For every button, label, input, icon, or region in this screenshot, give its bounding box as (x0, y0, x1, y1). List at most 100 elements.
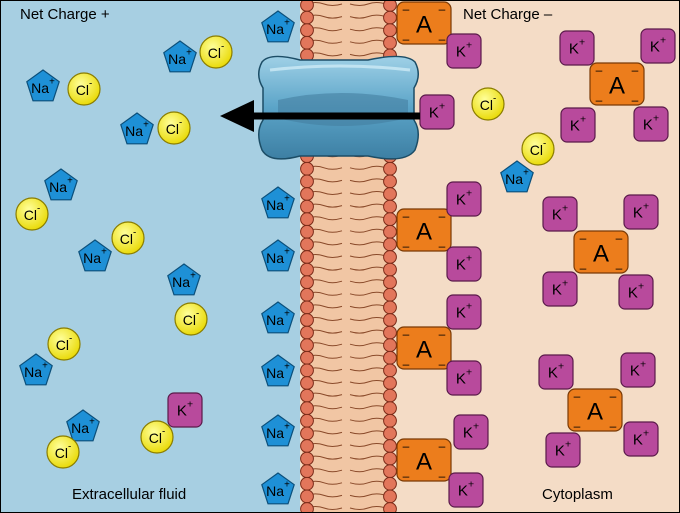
ion-symbol: A (416, 337, 432, 364)
lipid-head (300, 502, 314, 513)
lipid-head (383, 35, 397, 50)
sodium-ion: Na+ (167, 263, 201, 296)
chloride-ion: Cl- (157, 111, 191, 145)
lipid-head (383, 23, 397, 38)
negative-charge-mark: – (403, 209, 410, 223)
negative-charge-mark: – (439, 32, 446, 46)
ion-symbol: Cl- (56, 333, 73, 353)
potassium-ion: K+ (623, 194, 659, 230)
negative-charge-mark: – (616, 231, 623, 245)
lipid-head (300, 388, 314, 403)
ion-symbol: Cl- (480, 93, 497, 113)
potassium-ion: K+ (446, 360, 482, 396)
potassium-ion: K+ (542, 271, 578, 307)
ion-symbol: Cl- (149, 426, 166, 446)
ion-symbol: Cl- (183, 308, 200, 328)
sodium-ion: Na+ (261, 301, 295, 334)
anion-protein: A–––– (573, 230, 629, 275)
ion-symbol: Cl- (166, 117, 183, 137)
lipid-head (383, 262, 397, 277)
anion-protein: A–––– (396, 326, 452, 371)
extracellular-fluid-label: Extracellular fluid (72, 486, 187, 503)
lipid-head (300, 212, 314, 227)
potassium-ion: K+ (167, 392, 203, 428)
lipid-head (383, 426, 397, 441)
negative-charge-mark: – (574, 419, 581, 433)
sodium-ion: Na+ (261, 414, 295, 447)
potassium-ion: K+ (446, 294, 482, 330)
lipid-head (300, 199, 314, 214)
lipid-head (300, 401, 314, 416)
lipid-head (383, 363, 397, 378)
lipid-head (300, 224, 314, 239)
negative-charge-mark: – (439, 209, 446, 223)
negative-charge-mark: – (574, 389, 581, 403)
lipid-head (300, 350, 314, 365)
lipid-head (300, 413, 314, 428)
lipid-head (383, 199, 397, 214)
sodium-ion: Na+ (163, 40, 197, 73)
ion-symbol: A (609, 73, 625, 100)
negative-charge-mark: – (403, 327, 410, 341)
sodium-ion: Na+ (261, 239, 295, 272)
sodium-ion: Na+ (500, 160, 534, 193)
lipid-head (383, 376, 397, 390)
lipid-head (383, 10, 397, 25)
negative-charge-mark: – (596, 63, 603, 77)
potassium-ion: K+ (623, 421, 659, 457)
sodium-ion: Na+ (261, 10, 295, 43)
sodium-ion: Na+ (120, 112, 154, 145)
lipid-head (300, 275, 314, 290)
ion-symbol: A (416, 219, 432, 246)
lipid-head (383, 476, 397, 491)
lipid-head (300, 174, 314, 189)
potassium-ion: K+ (618, 274, 654, 310)
lipid-head (300, 338, 314, 353)
lipid-head (383, 401, 397, 416)
potassium-ion: K+ (446, 246, 482, 282)
anion-protein: A–––– (396, 1, 452, 46)
negative-charge-mark: – (632, 63, 639, 77)
lipid-head (383, 439, 397, 453)
lipid-head (300, 35, 314, 50)
sodium-ion: Na+ (19, 353, 53, 386)
lipid-head (383, 464, 397, 479)
lipid-head (300, 439, 314, 453)
lipid-head (300, 23, 314, 38)
lipid-head (300, 187, 314, 201)
sodium-ion: Na+ (78, 239, 112, 272)
lipid-head (300, 476, 314, 491)
lipid-head (383, 0, 397, 12)
net-charge-positive-label: Net Charge + (20, 6, 110, 23)
negative-charge-mark: – (439, 357, 446, 371)
chloride-ion: Cl- (521, 132, 555, 166)
anion-protein: A–––– (396, 438, 452, 483)
lipid-head (383, 224, 397, 239)
potassium-ion: K+ (560, 107, 596, 143)
chloride-ion: Cl- (140, 420, 174, 454)
lipid-head (300, 262, 314, 277)
chloride-ion: Cl- (47, 327, 81, 361)
chloride-ion: Cl- (111, 221, 145, 255)
lipid-head (300, 237, 314, 252)
lipid-head (383, 413, 397, 428)
lipid-head (383, 300, 397, 315)
potassium-ion: K+ (640, 28, 676, 64)
sodium-ion: Na+ (66, 409, 100, 442)
lipid-head (300, 313, 314, 327)
lipid-head (383, 338, 397, 353)
ion-symbol: A (416, 449, 432, 476)
negative-charge-mark: – (439, 327, 446, 341)
lipid-head (300, 464, 314, 479)
lipid-head (300, 300, 314, 315)
lipid-head (383, 174, 397, 189)
lipid-head (300, 325, 314, 340)
ion-flow-arrow (220, 100, 420, 132)
potassium-ion: K+ (448, 472, 484, 508)
potassium-ion: K+ (545, 432, 581, 468)
lipid-head (300, 287, 314, 302)
lipid-head (383, 489, 397, 504)
lipid-head (383, 451, 397, 466)
anion-protein: A–––– (567, 388, 623, 433)
